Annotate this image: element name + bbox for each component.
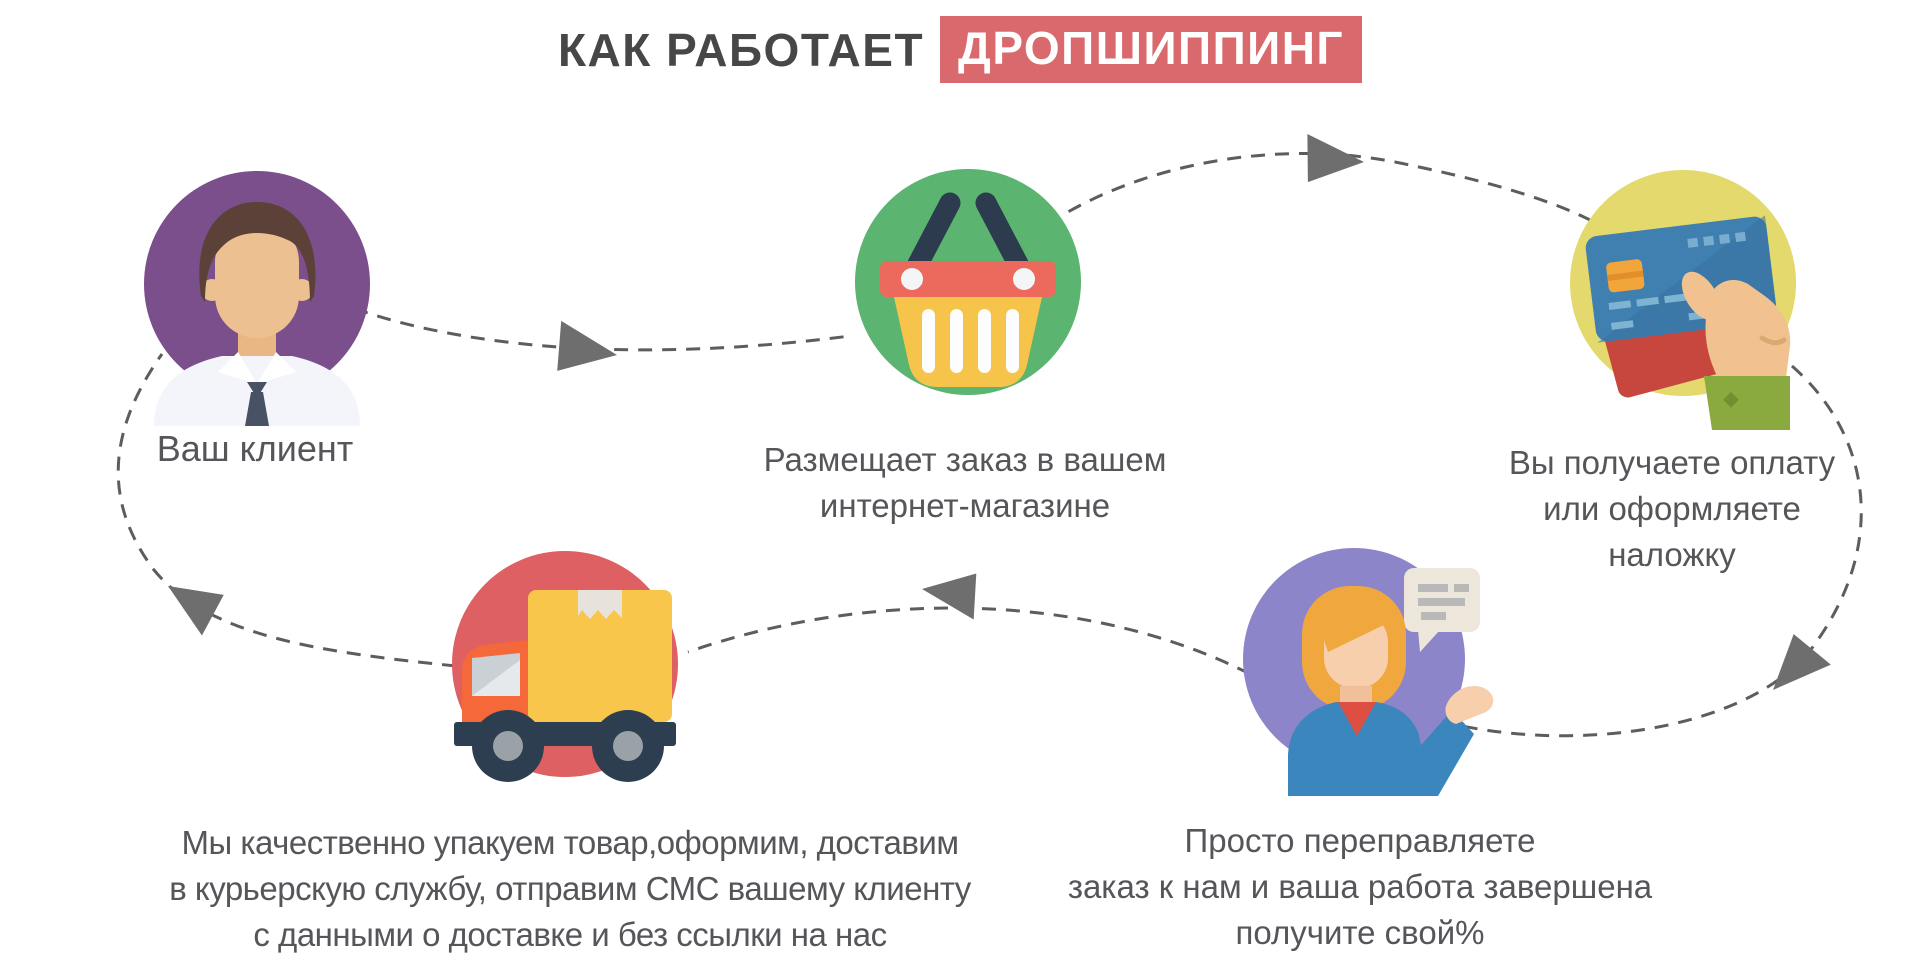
title-highlight-badge: ДРОПШИППИНГ — [940, 16, 1363, 83]
node-payment-label: Вы получаете оплату или оформляете налож… — [1508, 444, 1836, 573]
arrow-right-icon — [1307, 133, 1364, 183]
connector-order-payment — [1047, 152, 1613, 234]
arrow-right-icon — [557, 320, 617, 371]
arrow-left-icon — [922, 573, 977, 620]
flow-arrows — [168, 133, 1831, 690]
node-delivery-label: Мы качественно упакуем товар,оформим, до… — [169, 824, 971, 953]
delivery-truck-icon — [452, 551, 678, 782]
node-order-label: Размещает заказ в вашем интернет-магазин… — [763, 441, 1167, 524]
shopping-basket-icon — [855, 169, 1081, 395]
support-woman-icon — [1243, 548, 1494, 796]
connector-payment-forward — [1461, 364, 1863, 738]
person-icon — [144, 171, 370, 426]
node-payment — [1566, 168, 1806, 430]
speech-bubble-icon — [1404, 568, 1480, 652]
node-forward-label: Просто переправляете заказ к нам и ваша … — [1067, 822, 1653, 951]
node-forward — [1242, 548, 1498, 796]
connector-delivery-client — [116, 353, 457, 668]
credit-card-hand-icon — [1570, 170, 1796, 430]
node-client — [142, 170, 372, 426]
node-delivery — [448, 548, 682, 788]
node-client-label: Ваш клиент — [156, 428, 354, 469]
node-order — [850, 165, 1086, 401]
arrow-up-left-icon — [168, 586, 224, 636]
connector-forward-delivery — [687, 606, 1251, 676]
title-text: КАК РАБОТАЕТ — [557, 23, 925, 76]
page-title: КАК РАБОТАЕТ ДРОПШИППИНГ — [0, 16, 1920, 83]
arrow-down-left-icon — [1773, 634, 1831, 690]
